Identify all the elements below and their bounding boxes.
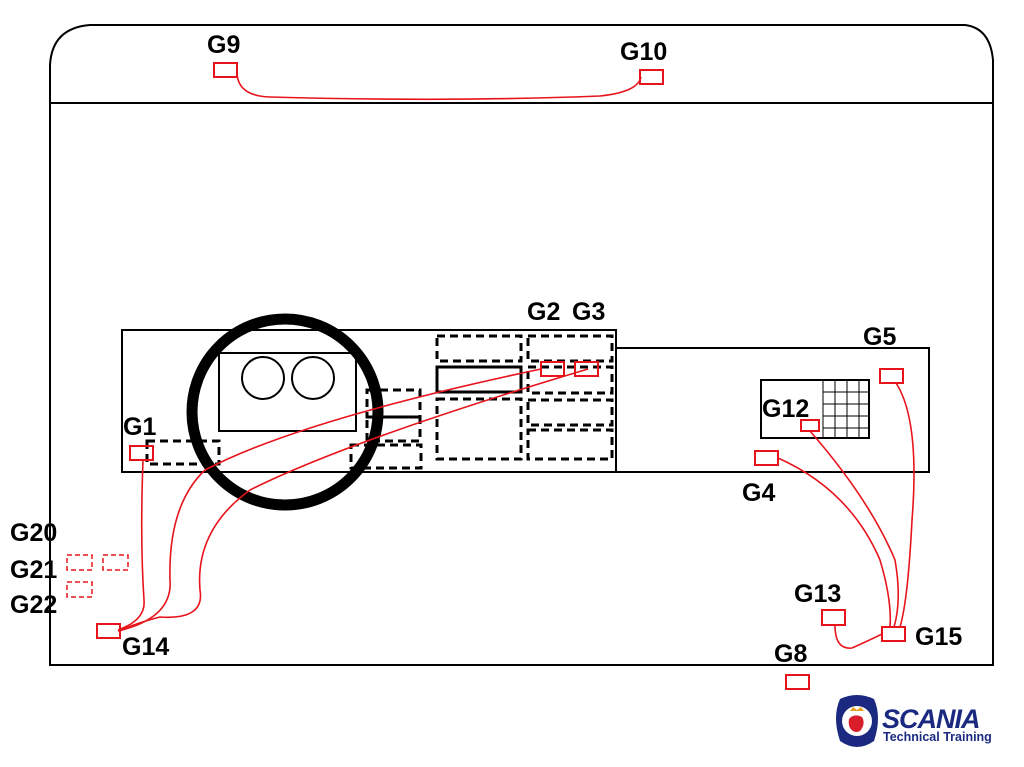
label-g12: G12 bbox=[762, 395, 809, 423]
ground-point-g12 bbox=[800, 419, 820, 432]
ground-point-g10 bbox=[639, 69, 664, 85]
module-dashed bbox=[526, 334, 614, 363]
ground-wires bbox=[117, 69, 915, 649]
cab-outline bbox=[49, 24, 994, 666]
wire-g5-g15 bbox=[895, 382, 915, 628]
module-dashed bbox=[526, 428, 614, 461]
label-g8: G8 bbox=[774, 640, 807, 668]
gauge-left bbox=[241, 356, 285, 400]
gauge-right bbox=[291, 356, 335, 400]
ground-point-g21 bbox=[66, 554, 93, 571]
module-dashed bbox=[526, 398, 614, 427]
label-g3: G3 bbox=[572, 298, 605, 326]
logo-brand-text: SCANIA bbox=[882, 704, 980, 734]
ground-point-g14 bbox=[96, 623, 121, 639]
module-dashed bbox=[365, 415, 422, 443]
scania-logo: SCANIA Technical Training bbox=[836, 695, 992, 747]
wire-g2-g14 bbox=[117, 368, 542, 632]
ground-point-g1 bbox=[129, 445, 154, 461]
module-dashed bbox=[435, 334, 523, 363]
label-g2: G2 bbox=[527, 298, 560, 326]
ground-point-g13 bbox=[821, 609, 846, 626]
ground-points bbox=[66, 62, 906, 690]
wire-g3-g14 bbox=[119, 368, 589, 632]
cab-roof-outline bbox=[49, 24, 994, 666]
ground-point-g5 bbox=[879, 368, 904, 384]
instrument-cluster bbox=[218, 352, 357, 432]
wire-g1-g14 bbox=[117, 459, 145, 631]
logo-subtitle-text: Technical Training bbox=[883, 730, 992, 744]
label-g21: G21 bbox=[10, 556, 57, 584]
label-g15: G15 bbox=[915, 623, 962, 651]
label-g22: G22 bbox=[10, 591, 57, 619]
wire-g12-g15 bbox=[809, 430, 900, 628]
wire-g13-g15 bbox=[834, 624, 883, 649]
label-g14: G14 bbox=[122, 633, 169, 661]
label-g5: G5 bbox=[863, 323, 896, 351]
module-dashed bbox=[526, 365, 614, 395]
control-panel-grid bbox=[822, 380, 869, 438]
label-g9: G9 bbox=[207, 31, 240, 59]
module-solid bbox=[435, 365, 523, 394]
ground-point-g15 bbox=[881, 626, 906, 642]
ground-point-g3 bbox=[574, 361, 599, 377]
ground-point-g8 bbox=[785, 674, 810, 690]
label-g20: G20 bbox=[10, 519, 57, 547]
dashboard-right-panel bbox=[615, 347, 930, 473]
module-dashed bbox=[145, 439, 221, 466]
label-g4: G4 bbox=[742, 479, 775, 507]
ground-point-g22 bbox=[66, 581, 93, 598]
steering-wheel bbox=[186, 313, 384, 511]
dashboard bbox=[121, 329, 930, 473]
label-g13: G13 bbox=[794, 580, 841, 608]
wire-g4-g15 bbox=[777, 457, 892, 628]
wire-g9-g10 bbox=[236, 69, 642, 101]
module-dashed bbox=[435, 397, 523, 461]
ground-point-g4 bbox=[754, 450, 779, 466]
ground-point-g2 bbox=[540, 361, 565, 377]
label-g1: G1 bbox=[123, 413, 156, 441]
label-g10: G10 bbox=[620, 38, 667, 66]
module-dashed bbox=[349, 443, 423, 470]
ground-point-g9 bbox=[213, 62, 238, 78]
ground-point-g21 bbox=[102, 554, 129, 571]
